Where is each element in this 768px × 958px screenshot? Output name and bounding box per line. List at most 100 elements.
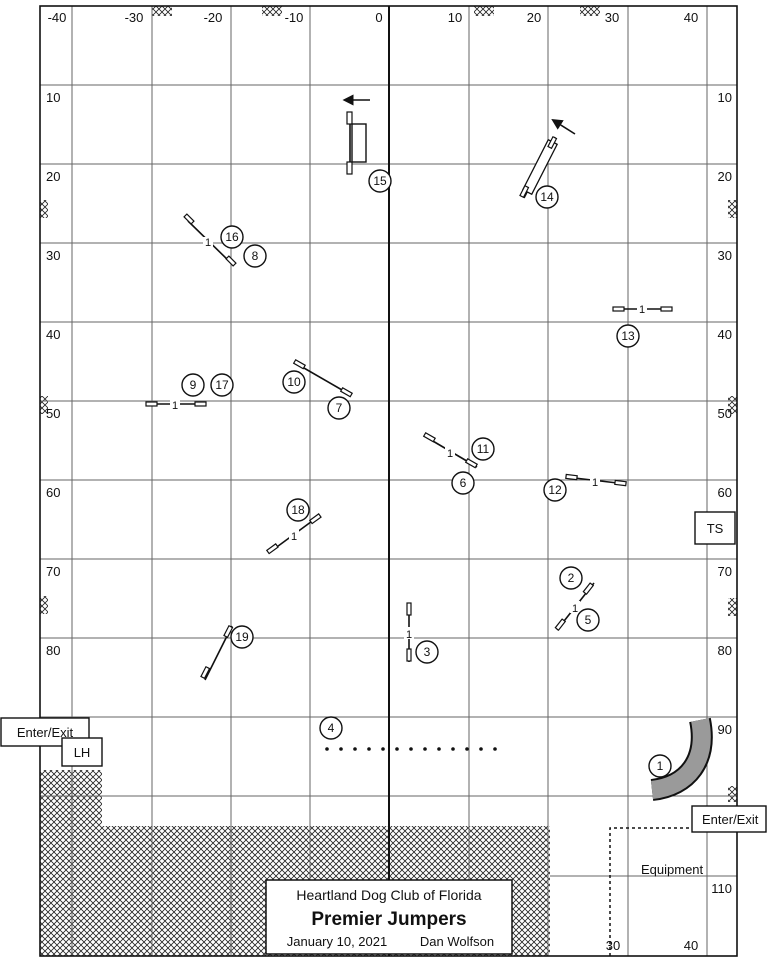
bar-height-marker: 1 <box>291 531 297 543</box>
top-axis-label: -10 <box>285 10 304 25</box>
svg-text:13: 13 <box>621 329 635 343</box>
obstacle-number-15: 15 <box>368 169 392 193</box>
svg-text:7: 7 <box>336 401 343 415</box>
svg-text:1: 1 <box>657 759 664 773</box>
bottom-axis-label: 30 <box>606 938 620 953</box>
svg-text:6: 6 <box>460 476 467 490</box>
class-name: Premier Jumpers <box>311 909 466 930</box>
equipment-label: Equipment <box>641 862 704 877</box>
bar-height-marker: 1 <box>172 400 178 412</box>
weave-poles-4 <box>325 747 497 751</box>
jump-obstacles: 1 1 1 1 <box>145 213 673 681</box>
left-axis-label: 80 <box>46 643 60 658</box>
obstacle-number-18: 18 <box>286 498 310 522</box>
svg-text:LH: LH <box>74 745 91 760</box>
bar-height-marker: 1 <box>639 304 645 316</box>
svg-text:8: 8 <box>252 249 259 263</box>
top-axis-labels: -40 -30 -20 -10 0 10 20 30 40 <box>48 10 699 25</box>
obstacle-number-10: 10 <box>282 370 306 394</box>
obstacle-number-19: 19 <box>230 625 254 649</box>
right-axis-label: 80 <box>718 643 732 658</box>
right-axis-label: 20 <box>718 169 732 184</box>
jump-11-6: 1 <box>422 431 479 469</box>
right-axis-label: 110 <box>711 881 732 896</box>
bar-height-marker: 1 <box>447 448 453 460</box>
jump-9-17: 1 <box>145 398 207 412</box>
obstacle-number-7: 7 <box>327 396 351 420</box>
jump-12: 1 <box>565 473 627 489</box>
obstacle-number-16: 16 <box>220 225 244 249</box>
svg-text:TS: TS <box>707 521 724 536</box>
jump-18: 1 <box>265 513 322 555</box>
svg-text:11: 11 <box>477 442 490 456</box>
right-axis-label: 70 <box>718 564 732 579</box>
jump-10-7 <box>292 358 354 398</box>
svg-text:17: 17 <box>215 378 229 392</box>
svg-text:16: 16 <box>225 230 239 244</box>
svg-text:3: 3 <box>424 645 431 659</box>
right-axis-label: 90 <box>718 722 732 737</box>
enter-exit-right: Enter/Exit <box>691 805 767 833</box>
obstacle-number-4: 4 <box>319 716 343 740</box>
top-axis-label: 20 <box>527 10 541 25</box>
bar-height-marker: 1 <box>592 477 598 489</box>
enter-exit-left: Enter/Exit <box>0 717 90 747</box>
right-axis-label: 40 <box>718 327 732 342</box>
top-axis-label: 0 <box>375 10 382 25</box>
obstacle-number-5: 5 <box>576 608 600 632</box>
svg-text:2: 2 <box>568 571 575 585</box>
ts-box: TS <box>694 511 736 545</box>
lh-box: LH <box>61 737 103 767</box>
svg-text:14: 14 <box>540 190 554 204</box>
left-axis-labels: 10 20 30 40 50 60 70 80 <box>46 90 60 658</box>
obstacle-number-13: 13 <box>616 324 640 348</box>
top-axis-label: -20 <box>204 10 223 25</box>
jump-3: 1 <box>404 602 414 662</box>
jump-19 <box>200 624 234 681</box>
bar-height-marker: 1 <box>205 237 211 249</box>
obstacle-14 <box>519 119 576 199</box>
svg-text:18: 18 <box>291 503 305 517</box>
svg-text:4: 4 <box>328 721 335 735</box>
right-axis-label: 50 <box>718 406 732 421</box>
right-axis-label: 10 <box>718 90 732 105</box>
svg-text:12: 12 <box>548 483 562 497</box>
obstacle-number-1: 1 <box>648 754 672 778</box>
obstacle-number-17: 17 <box>210 373 234 397</box>
svg-text:Enter/Exit: Enter/Exit <box>702 812 759 827</box>
double-jump-15 <box>342 94 370 175</box>
obstacle-number-9: 9 <box>181 373 205 397</box>
ring-border <box>39 5 738 957</box>
left-axis-label: 50 <box>46 406 60 421</box>
svg-text:9: 9 <box>190 378 197 392</box>
top-axis-label: 30 <box>605 10 619 25</box>
left-axis-label: 70 <box>46 564 60 579</box>
bottom-axis-labels: 30 40 <box>606 938 698 953</box>
svg-text:19: 19 <box>235 630 249 644</box>
tunnel-1 <box>650 717 713 801</box>
obstacle-number-3: 3 <box>415 640 439 664</box>
club-name: Heartland Dog Club of Florida <box>296 887 481 903</box>
jump-13: 1 <box>612 302 673 316</box>
bar-height-marker: 1 <box>572 603 578 615</box>
right-axis-label: 60 <box>718 485 732 500</box>
right-axis-label: 30 <box>718 248 732 263</box>
trial-date: January 10, 2021 <box>287 934 387 949</box>
left-axis-label: 40 <box>46 327 60 342</box>
top-axis-label: -40 <box>48 10 67 25</box>
direction-arrow-icon <box>551 119 576 135</box>
judge-name: Dan Wolfson <box>420 934 494 949</box>
obstacle-number-11: 11 <box>471 437 495 461</box>
obstacle-number-12: 12 <box>543 478 567 502</box>
obstacle-number-markers: 1 2 3 4 5 6 7 8 9 10 11 12 13 14 15 16 1… <box>181 169 672 778</box>
left-axis-label: 30 <box>46 248 60 263</box>
jump-16-8: 1 <box>183 213 237 267</box>
top-axis-label: 10 <box>448 10 462 25</box>
jump-2-5: 1 <box>554 582 595 632</box>
left-axis-label: 20 <box>46 169 60 184</box>
obstacle-number-2: 2 <box>559 566 583 590</box>
top-axis-label: -30 <box>125 10 144 25</box>
svg-text:10: 10 <box>287 375 301 389</box>
obstacle-number-14: 14 <box>535 185 559 209</box>
